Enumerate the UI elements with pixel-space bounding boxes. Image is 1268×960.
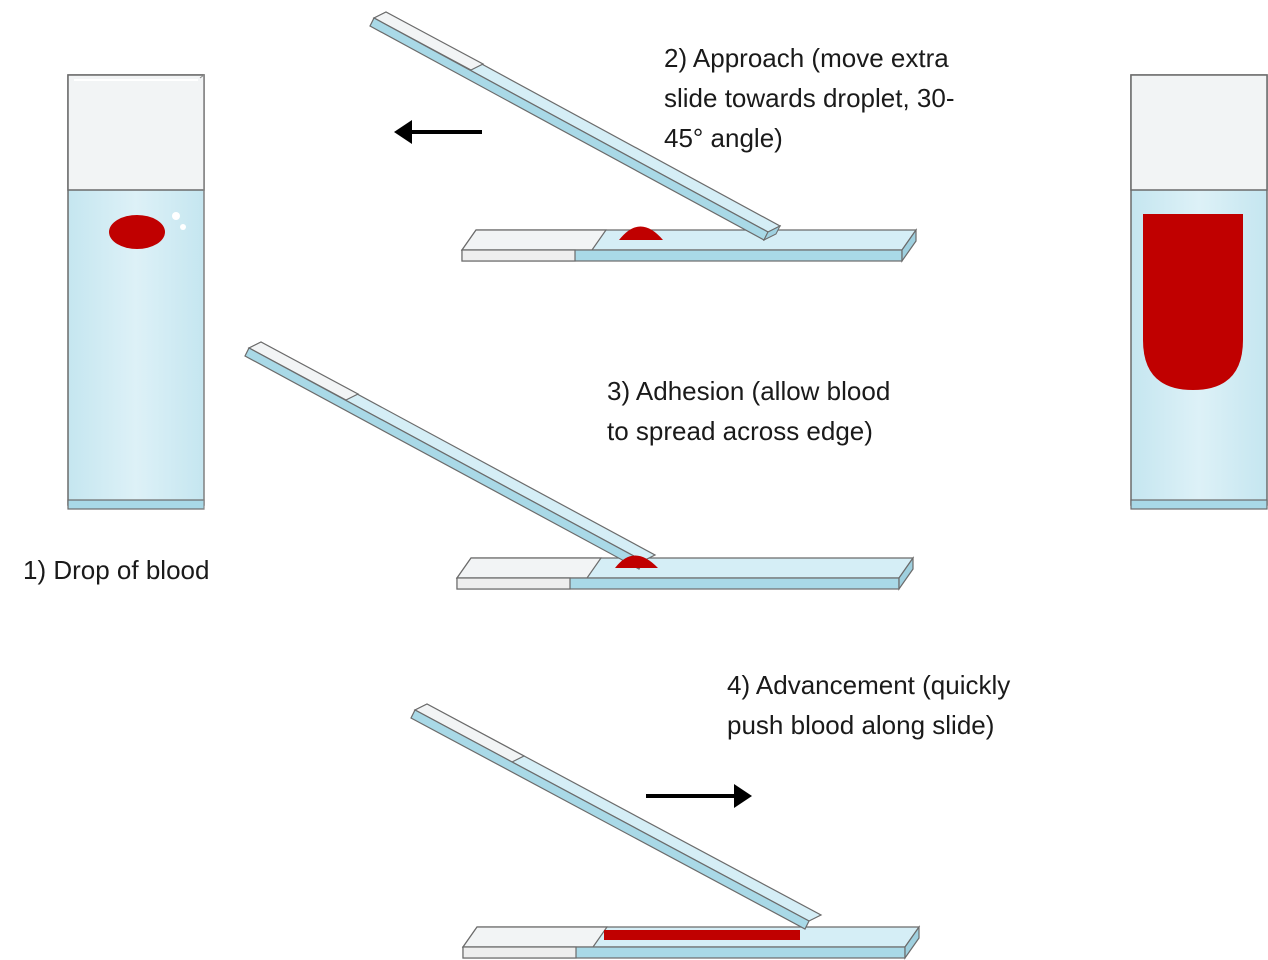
caption-line: 2) Approach (move extra xyxy=(664,43,949,73)
arrow-left-icon xyxy=(394,120,482,144)
blood-droplet-adhered xyxy=(615,555,658,568)
caption-step-4: 4) Advancement (quickly push blood along… xyxy=(727,665,1010,745)
caption-step-3: 3) Adhesion (allow blood to spread acros… xyxy=(607,371,890,451)
slide-drop-of-blood xyxy=(67,74,205,510)
caption-line: 45° angle) xyxy=(664,123,783,153)
blood-drop xyxy=(109,215,165,249)
slide-adhesion-base xyxy=(455,556,915,591)
blood-smear xyxy=(1143,214,1243,390)
caption-line: push blood along slide) xyxy=(727,710,995,740)
caption-line: to spread across edge) xyxy=(607,416,873,446)
caption-line: slide towards droplet, 30- xyxy=(664,83,955,113)
slide-advancement-base xyxy=(461,925,921,960)
blood-droplet xyxy=(619,226,663,240)
blood-film xyxy=(604,930,800,940)
slide-approach-base xyxy=(460,226,918,263)
caption-line: 3) Adhesion (allow blood xyxy=(607,376,891,406)
caption-step-1: 1) Drop of blood xyxy=(23,550,209,590)
caption-step-2: 2) Approach (move extra slide towards dr… xyxy=(664,38,954,158)
spreader-slide-advancement xyxy=(410,703,823,930)
spreader-slide-approach xyxy=(369,11,782,242)
caption-line: 4) Advancement (quickly xyxy=(727,670,1011,700)
spreader-slide-adhesion xyxy=(244,341,658,570)
arrow-right-icon xyxy=(646,784,752,808)
slide-finished-smear xyxy=(1130,74,1268,510)
caption-line: 1) Drop of blood xyxy=(23,555,210,585)
